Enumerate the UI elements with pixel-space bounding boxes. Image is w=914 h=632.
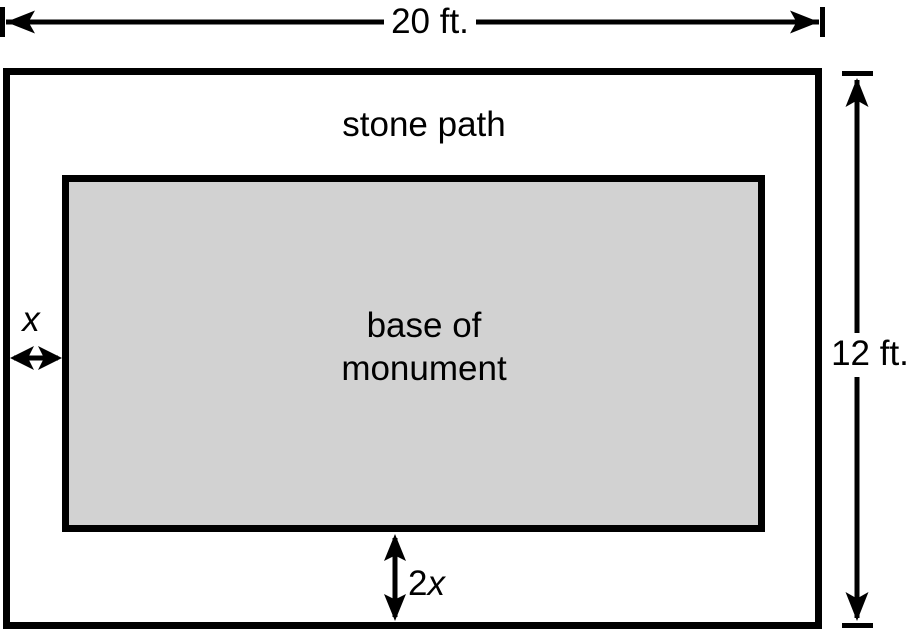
left-gap-arrowhead-left-icon	[10, 346, 34, 370]
bottom-gap-arrowhead-down-icon	[384, 594, 406, 621]
stone-path-label: stone path	[342, 105, 505, 144]
top-dim-left-end-bar	[0, 7, 5, 37]
top-dimension: 20 ft.	[0, 2, 825, 41]
bottom-gap-label-variable: x	[425, 564, 446, 603]
top-dim-arrowhead-right-icon	[790, 10, 819, 34]
right-dim-arrowhead-up-icon	[845, 78, 869, 107]
left-gap-arrowhead-right-icon	[38, 346, 62, 370]
right-dim-top-tick	[842, 71, 873, 76]
left-gap-dimension: x	[10, 300, 62, 370]
bottom-gap-dimension: 2x	[384, 534, 446, 621]
monument-label-line2: monument	[341, 349, 507, 388]
top-dim-right-end-bar	[820, 7, 825, 37]
monument-base-rect	[62, 175, 765, 532]
right-dimension: 12 ft.	[831, 71, 909, 628]
top-dimension-label: 20 ft.	[391, 2, 469, 41]
left-gap-label: x	[20, 300, 41, 339]
bottom-gap-label-coefficient: 2	[408, 564, 427, 603]
right-dimension-label: 12 ft.	[831, 334, 909, 373]
right-dim-arrowhead-down-icon	[845, 592, 869, 621]
monument-label-line1: base of	[367, 306, 482, 345]
bottom-gap-arrowhead-up-icon	[384, 534, 406, 561]
bottom-gap-label: 2x	[408, 564, 446, 603]
right-dim-bottom-tick	[842, 623, 873, 628]
top-dim-arrowhead-left-icon	[6, 10, 35, 34]
